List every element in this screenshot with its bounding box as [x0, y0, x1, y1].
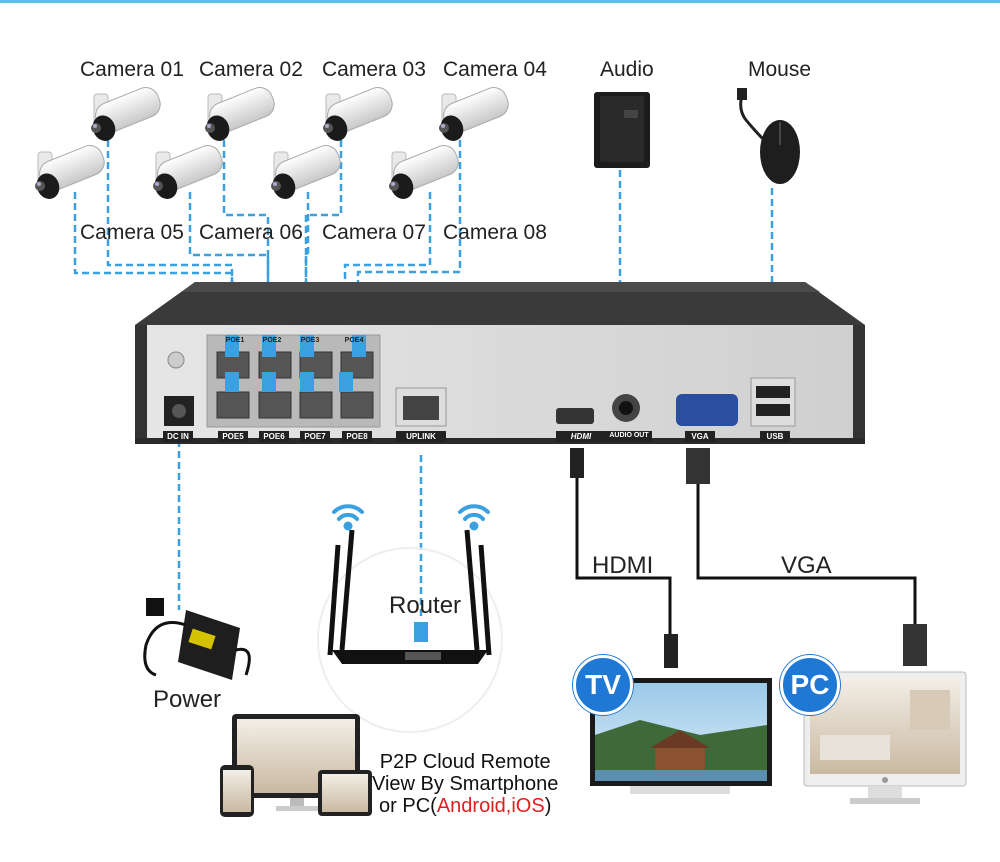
p2p-line-3-suffix: ): [544, 795, 552, 817]
camera-02-label: Camera 02: [199, 58, 303, 81]
nvr-recorder: [135, 282, 865, 444]
p2p-line-3-prefix: or PC(: [379, 795, 437, 817]
vga-plug-icon: [686, 448, 927, 666]
camera-01-label: Camera 01: [80, 58, 184, 81]
uplink-port-label: UPLINK: [406, 432, 436, 441]
hdmi-plug-icon: [570, 448, 678, 668]
power-adapter-icon: [143, 598, 251, 680]
camera-06-label: Camera 06: [199, 221, 303, 244]
p2p-line-2: View By Smartphone: [372, 773, 559, 795]
poe2-port-label: POE2: [262, 337, 282, 344]
remote-devices-image: [220, 714, 372, 817]
poe5-port-label: POE5: [222, 432, 244, 441]
vga-cable-label: VGA: [781, 552, 832, 579]
p2p-line-1: P2P Cloud Remote: [379, 751, 551, 773]
camera-06-image: [150, 141, 227, 203]
hdmi-cable-label: HDMI: [592, 552, 654, 579]
speaker-icon: [594, 92, 650, 168]
camera-03-image: [320, 83, 397, 145]
poe6-port-label: POE6: [263, 432, 285, 441]
dc-in-port-label: DC IN: [167, 432, 189, 441]
wifi-icon: [332, 504, 490, 531]
top-accent-line: [0, 0, 1000, 3]
tv-badge: TV: [573, 655, 633, 715]
p2p-line-3: or PC(Android,iOS): [372, 795, 558, 817]
router-icon: [317, 529, 503, 733]
power-label: Power: [153, 686, 222, 713]
camera-02-image: [202, 83, 279, 145]
camera-07-label: Camera 07: [322, 221, 426, 244]
camera-04-image: [436, 83, 513, 145]
pc-badge: PC: [780, 655, 840, 715]
camera-04-label: Camera 04: [443, 58, 547, 81]
poe3-port-label: POE3: [300, 337, 320, 344]
p2p-platforms: Android,iOS: [436, 795, 545, 817]
camera-07-image: [268, 141, 345, 203]
usb-port-label: USB: [766, 432, 784, 441]
poe1-port-label: POE1: [225, 337, 245, 344]
camera-08-label: Camera 08: [443, 221, 547, 244]
camera-03-label: Camera 03: [322, 58, 426, 81]
vga-port-label: VGA: [691, 432, 709, 441]
camera-01-image: [88, 83, 165, 145]
audio-out-port-label: AUDIO OUT: [609, 432, 649, 439]
router-label: Router: [389, 592, 462, 619]
poe4-port-label: POE4: [344, 337, 364, 344]
poe7-port-label: POE7: [304, 432, 326, 441]
p2p-remote-text: P2P Cloud Remote View By Smartphone or P…: [372, 751, 558, 817]
audio-label: Audio: [600, 58, 654, 81]
hdmi-port-label: HDMI: [570, 432, 592, 441]
mouse-icon: [737, 88, 800, 184]
output-cables: [575, 470, 917, 640]
camera-05-image: [32, 141, 109, 203]
camera-05-label: Camera 05: [80, 221, 184, 244]
mouse-label: Mouse: [748, 58, 812, 81]
camera-08-image: [386, 141, 463, 203]
poe8-port-label: POE8: [346, 432, 368, 441]
